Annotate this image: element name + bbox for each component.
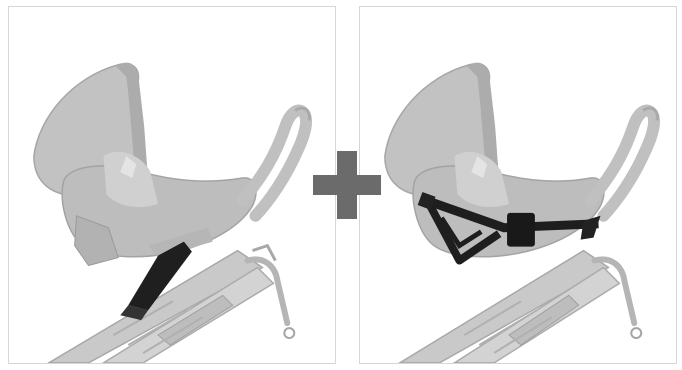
infant-car-seat: [34, 63, 310, 266]
plus-icon: [313, 151, 381, 219]
stroller-frame: [400, 251, 641, 363]
car-seat-with-bar-adapter-illustration: [9, 7, 335, 363]
right-product-image: [359, 6, 677, 364]
left-product-image: [8, 6, 336, 364]
car-seat-with-strap-adapter-illustration: [360, 7, 676, 363]
